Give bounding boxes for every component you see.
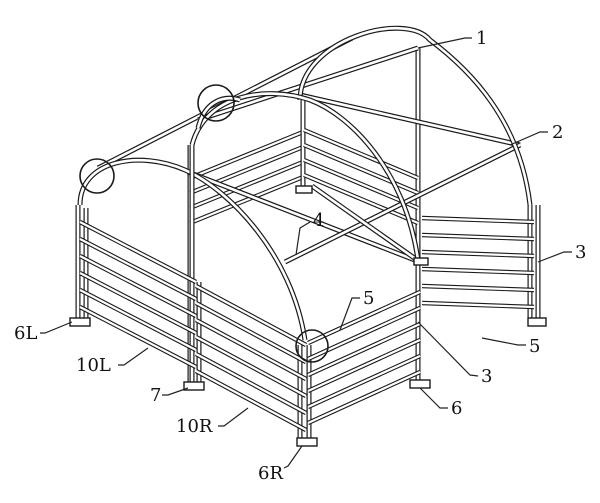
leader-lines (40, 37, 572, 469)
label-6: 6 (451, 398, 462, 419)
right-rail-6-core (421, 301, 535, 309)
base-feet (69, 185, 547, 447)
mid-rail-1-core (307, 290, 421, 345)
leader-10L (118, 347, 149, 366)
label-2: 2 (552, 122, 563, 143)
foot-right-back (527, 317, 547, 327)
mid-rail-5-core (307, 354, 421, 409)
detail-circle-middle (197, 84, 235, 122)
front-rail-1-core (195, 285, 307, 346)
foot-6L (69, 317, 91, 327)
front-rail-2-core (195, 302, 307, 363)
left-rail-1-core (79, 221, 197, 283)
detail-circle-front (295, 329, 329, 363)
leader-6 (419, 387, 448, 409)
front-right-rails (194, 284, 308, 432)
left-rail-3-core (79, 255, 197, 317)
label-3-bottom: 3 (481, 366, 492, 387)
label-5-right: 5 (529, 336, 540, 357)
label-3-top: 3 (575, 242, 586, 263)
foot-7 (183, 381, 205, 391)
leader-10R (218, 407, 249, 427)
backleft-rail-3-core (189, 160, 304, 210)
left-rail-4-core (79, 272, 197, 334)
label-5-top: 5 (363, 288, 374, 309)
leader-3a (537, 251, 572, 263)
back-inner-rails (303, 127, 419, 226)
back-rail-3-core (303, 158, 419, 210)
leader-4 (295, 221, 311, 256)
label-6R: 6R (258, 463, 283, 484)
left-rail-5-core (79, 289, 197, 351)
detail-circle-left (79, 158, 115, 194)
front-rail-3-core (195, 319, 307, 380)
right-rail-4-core (421, 267, 535, 275)
label-6L: 6L (14, 323, 37, 344)
leader-2 (509, 131, 548, 146)
front-left-rails (78, 220, 198, 369)
backleft-rail-1-core (189, 130, 304, 180)
mid-rail-6-core (307, 370, 421, 425)
callouts: 1 2 3 4 5 5 3 6 6L 10L 7 10R 6R (14, 28, 586, 484)
right-panel-rails (421, 215, 535, 310)
mid-rail-4-core (307, 338, 421, 393)
leader-5a (339, 297, 360, 331)
mid-rail-3-core (307, 322, 421, 377)
front-rail-4-core (195, 336, 307, 397)
leader-5b (481, 337, 526, 346)
leader-3b (417, 321, 479, 377)
front-rail-5-core (195, 353, 307, 414)
foot-6 (409, 379, 431, 389)
right-rail-2-core (421, 233, 535, 241)
label-4: 4 (313, 210, 324, 231)
left-rail-6-core (79, 306, 197, 368)
left-rail-2-core (79, 238, 197, 300)
back-rail-4-core (303, 173, 419, 225)
back-centre-post (300, 48, 421, 260)
label-10L: 10L (76, 355, 111, 376)
back-rail-2-core (303, 143, 419, 195)
middle-right-rails (307, 289, 421, 426)
front-rail-6-core (195, 370, 307, 431)
backleft-rail-4-core (189, 175, 304, 225)
foot-6R (296, 437, 318, 447)
right-rail-3-core (421, 250, 535, 258)
label-1: 1 (476, 28, 487, 49)
right-rail-5-core (421, 284, 535, 292)
leader-6L (40, 321, 73, 334)
right-rail-1-core (421, 216, 535, 224)
back-rail-1-core (303, 128, 419, 180)
leader-6R (283, 445, 303, 469)
foot-back-right (413, 257, 429, 266)
roof-frame (77, 25, 533, 341)
label-7: 7 (150, 385, 161, 406)
label-10R: 10R (176, 416, 213, 437)
foot-back (295, 185, 313, 194)
leader-1 (417, 37, 472, 49)
leader-7 (162, 387, 189, 396)
